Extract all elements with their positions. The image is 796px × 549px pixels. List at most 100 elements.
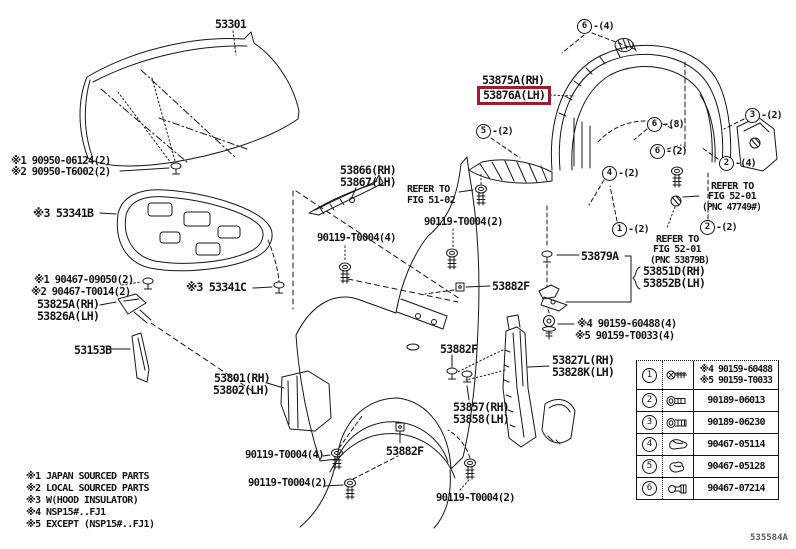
callout-bolt-90119-4a[interactable]: 90119-T0004(4) — [317, 232, 396, 244]
callout-cushion-clip-japan[interactable]: ※1 90467-09050(2) — [34, 274, 134, 286]
cushion-drawing — [99, 277, 255, 393]
part-number: 90189-06230 — [707, 417, 765, 428]
note-refer-fig5201a-line2: FIG 52-01 — [708, 191, 757, 202]
row-number: 2 — [642, 393, 657, 408]
callout-protector-53879A[interactable]: 53879A — [581, 249, 619, 263]
callout-hood-clip-local[interactable]: ※2 90950-T6002(2) — [11, 166, 111, 178]
marker-5-qty2: 5-(2) — [476, 124, 514, 139]
callout-insulator-clip-53341C[interactable]: ※3 53341C — [186, 280, 247, 294]
callout-splash-rh[interactable]: 53827L(RH) — [552, 353, 615, 367]
table-row[interactable]: 1 ※4 90159-60488 ※5 90159-T0033 — [637, 361, 778, 389]
callout-retainer-rh[interactable]: 53857(RH) — [453, 400, 510, 414]
callout-insulator-53341B[interactable]: ※3 53341B — [33, 206, 94, 220]
note-refer-fig5201a-line1: REFER TO — [711, 181, 754, 192]
callout-retainer-lh[interactable]: 53858(LH) — [453, 412, 510, 426]
table-row[interactable]: 4 90467-05114 — [637, 433, 778, 455]
marker-3-qty2: 3-(2) — [745, 108, 783, 123]
retainer-clips-drawing — [446, 354, 473, 401]
callout-hood-clip-japan[interactable]: ※1 90950-06124(2) — [11, 155, 111, 167]
marker-2-qty2: 2-(2) — [700, 220, 738, 235]
splash-shield-drawing — [457, 314, 576, 448]
legend-line-3: ※3 W(HOOD INSULATOR) — [26, 495, 139, 506]
callout-fender-rh[interactable]: 53801(RH) — [214, 371, 271, 385]
screw-90159-drawing — [542, 315, 575, 340]
marker-circle: 3 — [745, 108, 760, 123]
callout-pad-53882F-1[interactable]: 53882F — [492, 279, 530, 293]
fastener-table: 1 ※4 90159-60488 ※5 90159-T0033 2 90189-… — [636, 360, 779, 500]
callout-hood-53301[interactable]: 53301 — [215, 17, 247, 31]
table-row[interactable]: 6 90467-07214 — [637, 477, 778, 499]
marker-circle: 6 — [650, 144, 665, 159]
callout-bolt-90119-2c[interactable]: 90119-T0004(2) — [436, 492, 515, 504]
part-number: 90467-07214 — [707, 483, 765, 494]
callout-liner-lh: 53876A(LH) — [483, 88, 546, 102]
table-row[interactable]: 3 90189-06230 — [637, 411, 778, 433]
refer-fig5201-clips-drawing — [666, 61, 700, 229]
legend-line-1: ※1 JAPAN SOURCED PARTS — [26, 471, 150, 482]
marker-6-qty8: 6-(8) — [647, 117, 685, 132]
hood-clip-drawing — [119, 162, 182, 175]
part-number: 90467-05114 — [707, 439, 765, 450]
figure-code: 535584A — [750, 533, 788, 543]
marker-1-qty2: 1-(2) — [612, 222, 650, 237]
fender-brace-drawing — [308, 174, 384, 216]
table-row[interactable]: 2 90189-06013 — [637, 389, 778, 411]
note-refer-fig5201b-line2: FIG 52-01 — [653, 244, 702, 255]
callout-fender-lh[interactable]: 53802(LH) — [213, 383, 270, 397]
grommet-icon — [668, 484, 687, 493]
callout-screw-local[interactable]: ※5 90159-T0033(4) — [575, 330, 675, 342]
note-refer-fig5201b-line3: (PNC 53879B) — [650, 255, 710, 266]
part-number: 90189-06013 — [707, 395, 765, 406]
fender-liner-drawing — [468, 38, 732, 184]
callout-brace-lh[interactable]: 53867(LH) — [340, 175, 397, 189]
protector-clip-drawing — [541, 205, 580, 317]
callout-bolt-90119-2b[interactable]: 90119-T0004(2) — [248, 477, 327, 489]
screw-icon — [666, 370, 687, 380]
marker-6-qty4: 6-(4) — [577, 19, 615, 34]
insulator-clip-drawing — [252, 281, 285, 294]
legend-line-4: ※4 NSP15#..FJ1 — [26, 507, 106, 518]
clip-icon — [669, 461, 685, 472]
marker-circle: 6 — [647, 117, 662, 132]
callout-screw-japan[interactable]: ※4 90159-60488(4) — [577, 318, 677, 330]
row-number: 4 — [642, 437, 657, 452]
bracket-53851-drawing — [538, 255, 641, 312]
marker-leader-lines — [490, 32, 745, 222]
callout-seal-53153B[interactable]: 53153B — [74, 343, 112, 357]
callout-bracket-rh[interactable]: 53851D(RH) — [643, 264, 706, 278]
legend-line-5: ※5 EXCEPT (NSP15#..FJ1) — [26, 519, 155, 530]
note-refer-fig5201b-line1: REFER TO — [656, 234, 699, 245]
loose-bolts-drawing — [322, 228, 476, 500]
table-row[interactable]: 5 90467-05128 — [637, 455, 778, 477]
clip-icon — [669, 438, 688, 450]
marker-circle: 6 — [577, 19, 592, 34]
marker-4-qty2: 4-(2) — [602, 166, 640, 181]
part-number: ※4 90159-60488 — [699, 364, 773, 375]
marker-circle: 1 — [612, 222, 627, 237]
callout-liner-rh[interactable]: 53875A(RH) — [482, 73, 545, 87]
bolt-icon — [666, 395, 686, 406]
callout-pad-53882F-3[interactable]: 53882F — [386, 444, 424, 458]
row-number: 5 — [642, 459, 657, 474]
legend-line-2: ※2 LOCAL SOURCED PARTS — [26, 483, 150, 494]
part-number: 90467-05128 — [707, 461, 765, 472]
callout-brace-rh[interactable]: 53866(RH) — [340, 163, 397, 177]
marker-circle: 2 — [719, 156, 734, 171]
callout-bolt-90119-4b[interactable]: 90119-T0004(4) — [245, 449, 324, 461]
callout-bolt-90119-2a[interactable]: 90119-T0004(2) — [424, 216, 503, 228]
callout-splash-lh[interactable]: 53828K(LH) — [552, 365, 615, 379]
note-refer-fig5201a-line3: (PNC 47749#) — [702, 202, 762, 213]
callout-pad-53882F-2[interactable]: 53882F — [440, 342, 478, 356]
callout-cushion-clip-local[interactable]: ※2 90467-T0014(2) — [31, 286, 131, 298]
hood-outline-drawing — [79, 30, 300, 167]
callout-cushion-rh[interactable]: 53825A(RH) — [37, 297, 100, 311]
callout-bracket-lh[interactable]: 53852B(LH) — [643, 276, 706, 290]
note-refer-fig5102-line1: REFER TO — [407, 184, 450, 195]
fender-drawing — [266, 156, 480, 529]
callout-cushion-lh[interactable]: 53826A(LH) — [37, 309, 100, 323]
marker-circle: 5 — [476, 124, 491, 139]
row-number: 1 — [642, 367, 657, 383]
highlighted-part-box[interactable]: 53876A(LH) — [477, 86, 552, 105]
